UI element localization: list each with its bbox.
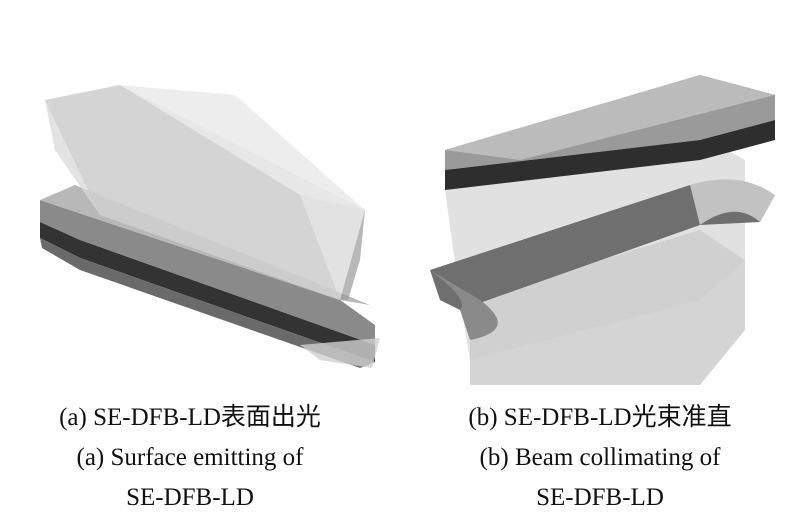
caption-figure-a: (a) SE-DFB-LD表面出光 (a) Surface emitting o… <box>0 398 380 518</box>
caption-figure-b: (b) SE-DFB-LD光束准直 (b) Beam collimating o… <box>410 398 790 518</box>
caption-a-english-line1: (a) Surface emitting of <box>76 444 304 471</box>
caption-b-chinese: (b) SE-DFB-LD光束准直 <box>468 404 732 431</box>
caption-b-english-line2: SE-DFB-LD <box>536 484 664 511</box>
caption-a-chinese: (a) SE-DFB-LD表面出光 <box>59 404 321 431</box>
figure-illustrations <box>40 75 775 385</box>
surface-emitting-model <box>40 85 380 368</box>
beam-collimating-model <box>430 75 775 385</box>
caption-b-english-line1: (b) Beam collimating of <box>479 444 721 471</box>
caption-a-english-line2: SE-DFB-LD <box>126 484 254 511</box>
